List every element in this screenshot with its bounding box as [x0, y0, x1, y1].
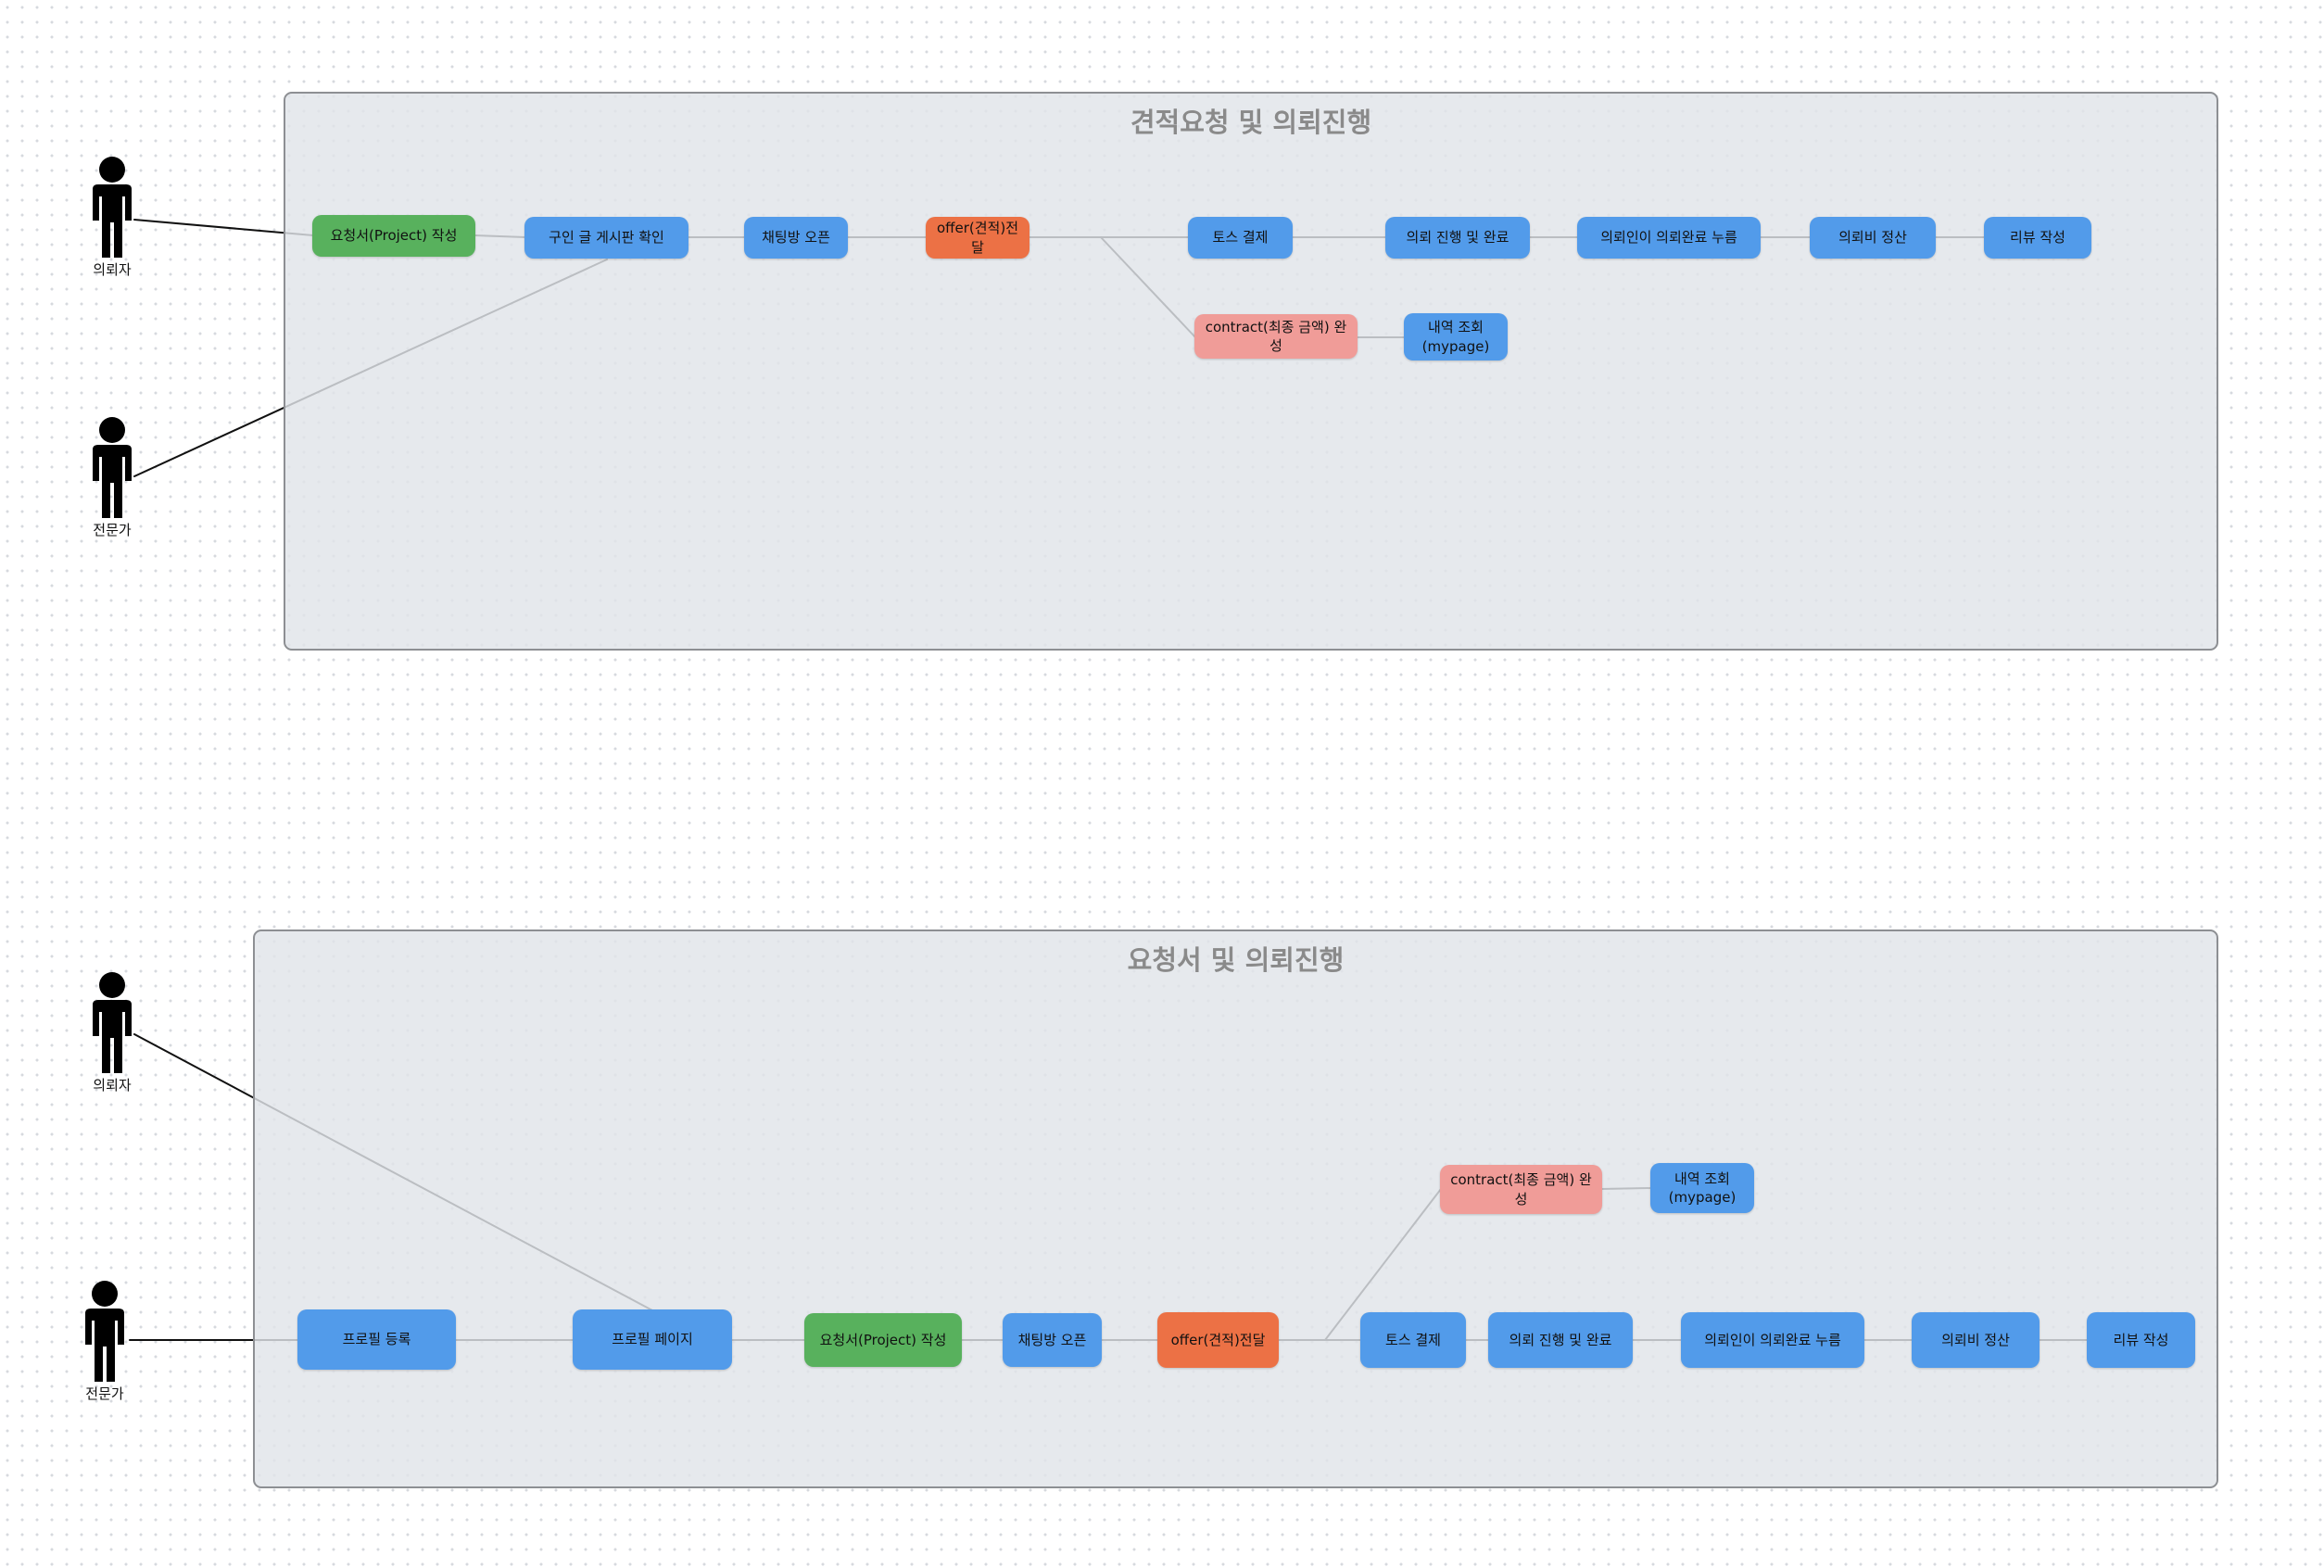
node-settlement[interactable]: 의뢰비 정산	[1810, 217, 1936, 259]
actor-client: 의뢰자	[80, 971, 145, 1094]
node-progress-complete[interactable]: 의뢰 진행 및 완료	[1385, 217, 1530, 259]
node-check-job-board[interactable]: 구인 글 게시판 확인	[524, 217, 688, 259]
actor-label: 의뢰자	[93, 1077, 132, 1094]
person-icon	[93, 972, 132, 1073]
node-profile-page[interactable]: 프로필 페이지	[573, 1309, 732, 1370]
actor-label: 의뢰자	[93, 261, 132, 278]
frame-request-progress: 요청서 및 의뢰진행	[253, 929, 2218, 1488]
actor-label: 전문가	[93, 522, 132, 538]
node-write-project[interactable]: 요청서(Project) 작성	[804, 1313, 962, 1367]
node-register-profile[interactable]: 프로필 등록	[297, 1309, 456, 1370]
frame-quote-request: 견적요청 및 의뢰진행	[284, 92, 2218, 651]
node-send-offer[interactable]: offer(견적)전달	[1157, 1312, 1279, 1368]
person-icon	[85, 1281, 124, 1382]
node-contract[interactable]: contract(최종 금액) 완성	[1194, 314, 1358, 359]
node-write-review[interactable]: 리뷰 작성	[1984, 217, 2091, 259]
node-send-offer[interactable]: offer(견적)전달	[926, 217, 1029, 259]
node-client-confirm[interactable]: 의뢰인이 의뢰완료 누름	[1577, 217, 1761, 259]
node-client-confirm[interactable]: 의뢰인이 의뢰완료 누름	[1681, 1312, 1864, 1368]
person-icon	[93, 157, 132, 258]
connector	[133, 219, 314, 236]
node-toss-payment[interactable]: 토스 결제	[1188, 217, 1293, 259]
actor-expert: 전문가	[72, 1280, 137, 1403]
actor-expert: 전문가	[80, 416, 145, 539]
node-history-mypage[interactable]: 내역 조회 (mypage)	[1404, 313, 1508, 360]
actor-label: 전문가	[85, 1385, 124, 1402]
node-history-mypage[interactable]: 내역 조회 (mypage)	[1650, 1163, 1754, 1213]
node-open-chat[interactable]: 채팅방 오픈	[1003, 1313, 1102, 1367]
node-toss-payment[interactable]: 토스 결제	[1360, 1312, 1466, 1368]
node-settlement[interactable]: 의뢰비 정산	[1912, 1312, 2040, 1368]
node-write-review[interactable]: 리뷰 작성	[2087, 1312, 2195, 1368]
person-icon	[93, 417, 132, 518]
frame-title: 요청서 및 의뢰진행	[1127, 944, 1345, 976]
node-open-chat[interactable]: 채팅방 오픈	[744, 217, 848, 259]
node-write-project[interactable]: 요청서(Project) 작성	[312, 215, 475, 257]
frame-title: 견적요청 및 의뢰진행	[1130, 107, 1372, 138]
node-contract[interactable]: contract(최종 금액) 완 성	[1440, 1165, 1602, 1214]
node-progress-complete[interactable]: 의뢰 진행 및 완료	[1488, 1312, 1633, 1368]
actor-client: 의뢰자	[80, 156, 145, 279]
